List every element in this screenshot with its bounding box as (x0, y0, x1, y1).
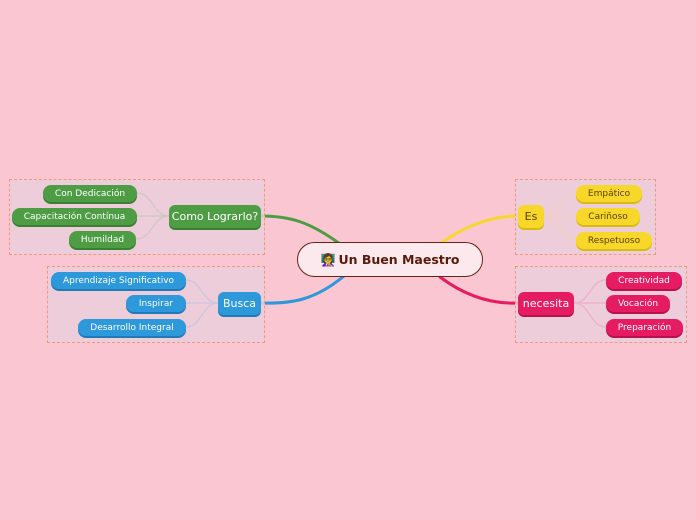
subtopic-inspirar[interactable]: Inspirar (126, 295, 186, 312)
topic-como-lograrlo[interactable]: Como Lograrlo? (169, 205, 261, 228)
subtopic-humildad[interactable]: Humildad (69, 231, 136, 248)
topic-necesita[interactable]: necesita (518, 292, 574, 315)
link-central-necesita (438, 275, 520, 305)
subtopic-empatico[interactable]: Empático (576, 185, 642, 202)
topic-es[interactable]: Es (518, 205, 544, 228)
subtopic-con-dedicacion[interactable]: Con Dedicación (43, 185, 137, 202)
subtopic-respetuoso[interactable]: Respetuoso (576, 232, 652, 249)
topic-busca[interactable]: Busca (218, 292, 261, 315)
subtopic-capacitacion-continua[interactable]: Capacitación Contínua (12, 208, 137, 225)
link-central-es (438, 214, 520, 246)
central-topic-label: Un Buen Maestro (338, 252, 460, 267)
link-central-busca (259, 274, 346, 305)
subtopic-desarrollo-integral[interactable]: Desarrollo Integral (78, 319, 186, 336)
teacher-icon: 👩‍🏫 (320, 252, 336, 267)
subtopic-carinoso[interactable]: Cariñoso (576, 208, 640, 225)
subtopic-creatividad[interactable]: Creatividad (606, 272, 682, 289)
subtopic-vocacion[interactable]: Vocación (606, 295, 670, 312)
central-topic[interactable]: 👩‍🏫 Un Buen Maestro (297, 242, 483, 277)
link-central-como (259, 214, 342, 246)
subtopic-preparacion[interactable]: Preparación (606, 319, 683, 336)
subtopic-aprendizaje-significativo[interactable]: Aprendizaje Significativo (51, 272, 186, 289)
